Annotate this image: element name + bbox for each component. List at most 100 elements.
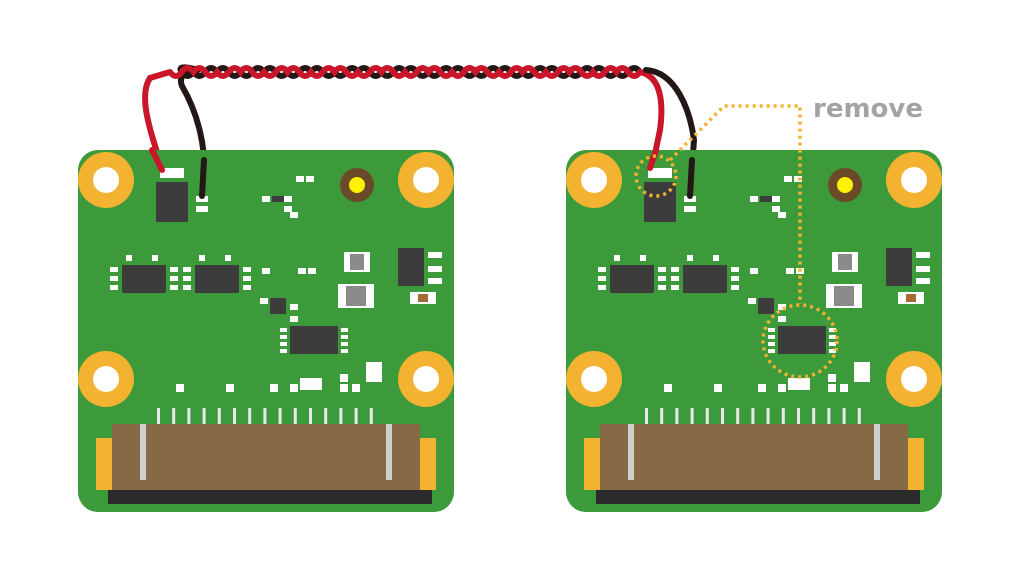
capacitor	[854, 362, 870, 382]
connector-pin	[248, 408, 252, 438]
smd-passive	[794, 176, 802, 182]
capacitor	[366, 362, 382, 382]
callout-leader-line	[668, 104, 802, 304]
connector-pin	[233, 408, 236, 438]
smd-passive	[308, 268, 316, 274]
black-wire-end	[199, 157, 207, 199]
smd-passive	[352, 384, 360, 392]
connector-pin	[751, 408, 755, 438]
smd-passive	[284, 196, 292, 202]
red-wire	[637, 69, 665, 171]
smd-passive	[750, 268, 758, 274]
connector-pin	[217, 408, 221, 438]
mosfet-chip	[886, 248, 930, 286]
capacitor	[300, 378, 322, 390]
sensor-ic	[768, 326, 836, 354]
smd-passive	[828, 384, 836, 392]
wire-pad	[684, 196, 696, 202]
pcb	[566, 150, 942, 512]
mounting-hole	[886, 351, 942, 407]
mounting-hole	[566, 351, 622, 407]
smd-passive	[306, 176, 314, 182]
smd-transistor	[758, 298, 774, 314]
wire-pad	[160, 168, 184, 178]
connector-pin	[354, 408, 358, 438]
wire-pad	[196, 196, 208, 202]
remove-label: remove	[813, 94, 923, 124]
mounting-hole	[566, 152, 622, 208]
ribbon-connector	[584, 408, 924, 504]
smd-passive	[784, 176, 792, 182]
connector-pin	[781, 408, 785, 438]
callout-circle	[634, 154, 678, 198]
ribbon-connector	[96, 408, 436, 504]
mounting-hole	[398, 351, 454, 407]
connector-pin	[705, 408, 709, 438]
smd-passive	[284, 206, 292, 212]
connector-pin	[324, 408, 328, 438]
connector-pin	[857, 408, 861, 438]
right-board	[566, 150, 942, 512]
smd-passive	[840, 384, 848, 392]
connector-pin	[278, 408, 282, 438]
resistor	[418, 294, 428, 302]
connector-pin	[157, 408, 160, 438]
smd-passive	[340, 384, 348, 392]
connector-pin	[842, 408, 846, 438]
resistor	[906, 294, 916, 302]
connector-pin	[766, 408, 770, 438]
ic-chip	[110, 255, 178, 293]
ic-chip	[598, 255, 666, 293]
smd-passive	[290, 304, 298, 310]
capacitor	[788, 378, 810, 390]
connector-pin	[172, 408, 176, 438]
capacitor	[346, 286, 366, 306]
smd-passive	[664, 384, 672, 392]
sensor-ic	[280, 326, 348, 354]
ic-chip	[671, 255, 739, 293]
smd-passive	[290, 384, 298, 392]
pcb	[78, 150, 454, 512]
smd-passive	[290, 212, 298, 218]
wire-pad	[648, 168, 672, 178]
mounting-hole	[886, 152, 942, 208]
connector-pin	[721, 408, 724, 438]
smd-passive	[296, 176, 304, 182]
connector-pin	[645, 408, 648, 438]
black-wire	[643, 67, 698, 199]
smd-passive	[262, 196, 270, 202]
smd-passive	[778, 384, 786, 392]
mounting-hole	[78, 351, 134, 407]
remove-callout	[634, 104, 839, 379]
connector-pin	[293, 408, 297, 438]
smd-passive	[778, 304, 786, 310]
smd-passive	[262, 268, 270, 274]
led-icon	[828, 168, 862, 202]
smd-passive	[778, 316, 786, 322]
smd-passive	[772, 206, 780, 212]
wire-pad	[684, 206, 696, 212]
smd-passive	[270, 384, 278, 392]
connector-pin	[797, 408, 800, 438]
smd-passive	[778, 212, 786, 218]
connector-pin	[263, 408, 267, 438]
smd-passive	[748, 298, 756, 304]
smd-passive	[750, 196, 758, 202]
wire-pad	[196, 206, 208, 212]
black-wire-end	[687, 157, 695, 199]
smd-passive	[290, 316, 298, 322]
smd-transistor	[270, 298, 286, 314]
smd-passive	[272, 196, 284, 202]
smd-passive	[298, 268, 306, 274]
capacitor	[350, 254, 364, 270]
smd-passive	[772, 196, 780, 202]
connector-pin	[736, 408, 740, 438]
smd-passive	[758, 384, 766, 392]
mounting-hole	[398, 152, 454, 208]
mounting-hole	[78, 152, 134, 208]
smd-passive	[260, 298, 268, 304]
callout-circle	[761, 303, 839, 379]
regulator-chip	[644, 182, 676, 222]
capacitor	[834, 286, 854, 306]
